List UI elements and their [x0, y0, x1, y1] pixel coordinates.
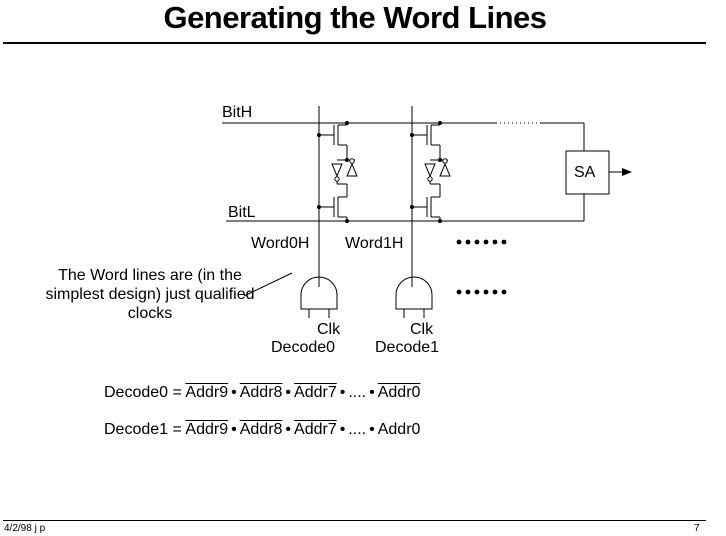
note-leader	[243, 272, 293, 297]
continuation-dots-top	[456, 239, 507, 245]
footer-date: 4/2/98 j p	[4, 523, 46, 534]
equation-term: Addr7	[294, 384, 337, 401]
footer-rule	[3, 520, 706, 521]
decode0-label: Decode0	[271, 339, 336, 356]
decode1-label: Decode1	[375, 339, 440, 356]
title-rule	[3, 42, 706, 44]
clk0-label: Clk	[317, 321, 341, 338]
sa-output-arrow	[622, 168, 632, 176]
equation-term: ....	[348, 384, 367, 401]
bitl-label: BitL	[228, 204, 256, 221]
continuation-dots-bottom	[456, 289, 507, 295]
equation-lhs: Decode1 =	[104, 421, 182, 438]
equation-term: Addr0	[377, 384, 421, 401]
word1h-label: Word1H	[345, 235, 404, 252]
and-gate-1	[395, 276, 433, 310]
bith-label: BitH	[222, 104, 253, 121]
equation-term: Addr0	[377, 421, 421, 438]
equation-term: Addr7	[294, 421, 337, 438]
page-number: 7	[694, 523, 700, 534]
annotation-note: The Word lines are (in the simplest desi…	[45, 267, 255, 322]
decode1-equation: Decode1 = Addr9•Addr8•Addr7•....•Addr0	[104, 421, 421, 438]
equation-term: ....	[348, 421, 367, 438]
sa-label: SA	[574, 164, 596, 181]
and-gate-0	[300, 276, 338, 310]
decode0-equation: Decode0 = Addr9•Addr8•Addr7•....•Addr0	[104, 384, 421, 401]
equation-term: Addr8	[239, 384, 283, 401]
equation-term: Addr9	[185, 384, 229, 401]
word0h-label: Word0H	[251, 235, 310, 252]
clk1-label: Clk	[410, 321, 434, 338]
equation-term: Addr9	[185, 421, 229, 438]
page-title: Generating the Word Lines	[163, 0, 547, 35]
equation-lhs: Decode0 =	[104, 384, 182, 401]
equation-term: Addr8	[239, 421, 283, 438]
